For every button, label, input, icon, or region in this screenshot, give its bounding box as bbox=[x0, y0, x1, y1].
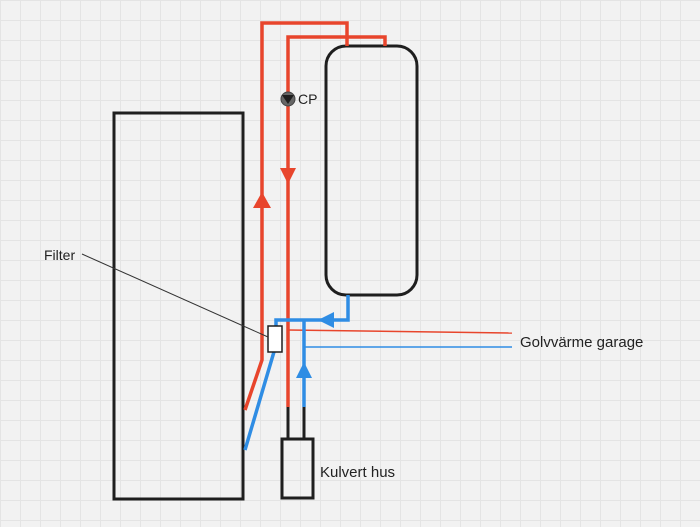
supply-pipes bbox=[243, 21, 387, 411]
storage-tank[interactable] bbox=[324, 44, 419, 297]
arrow-up-supply bbox=[253, 192, 271, 208]
supply-pipe-outer bbox=[243, 21, 349, 411]
arrow-up-return bbox=[296, 362, 312, 378]
culvert-box[interactable] bbox=[280, 437, 315, 500]
supply-pipe-inner bbox=[286, 35, 387, 407]
filter-icon[interactable] bbox=[267, 325, 283, 353]
pump-label: CP bbox=[298, 91, 317, 107]
floor-heating-supply-line bbox=[287, 329, 513, 334]
large-unit-box[interactable] bbox=[112, 111, 245, 501]
arrow-down-supply bbox=[280, 168, 296, 184]
pump-triangle bbox=[282, 95, 294, 104]
floor-heating-label: Golvvärme garage bbox=[520, 334, 643, 351]
return-pipe-main bbox=[243, 295, 350, 451]
filter-leader-line bbox=[81, 253, 269, 338]
filter-label: Filter bbox=[44, 247, 75, 263]
culvert-label: Kulvert hus bbox=[320, 464, 395, 481]
arrow-left-return bbox=[318, 312, 334, 328]
